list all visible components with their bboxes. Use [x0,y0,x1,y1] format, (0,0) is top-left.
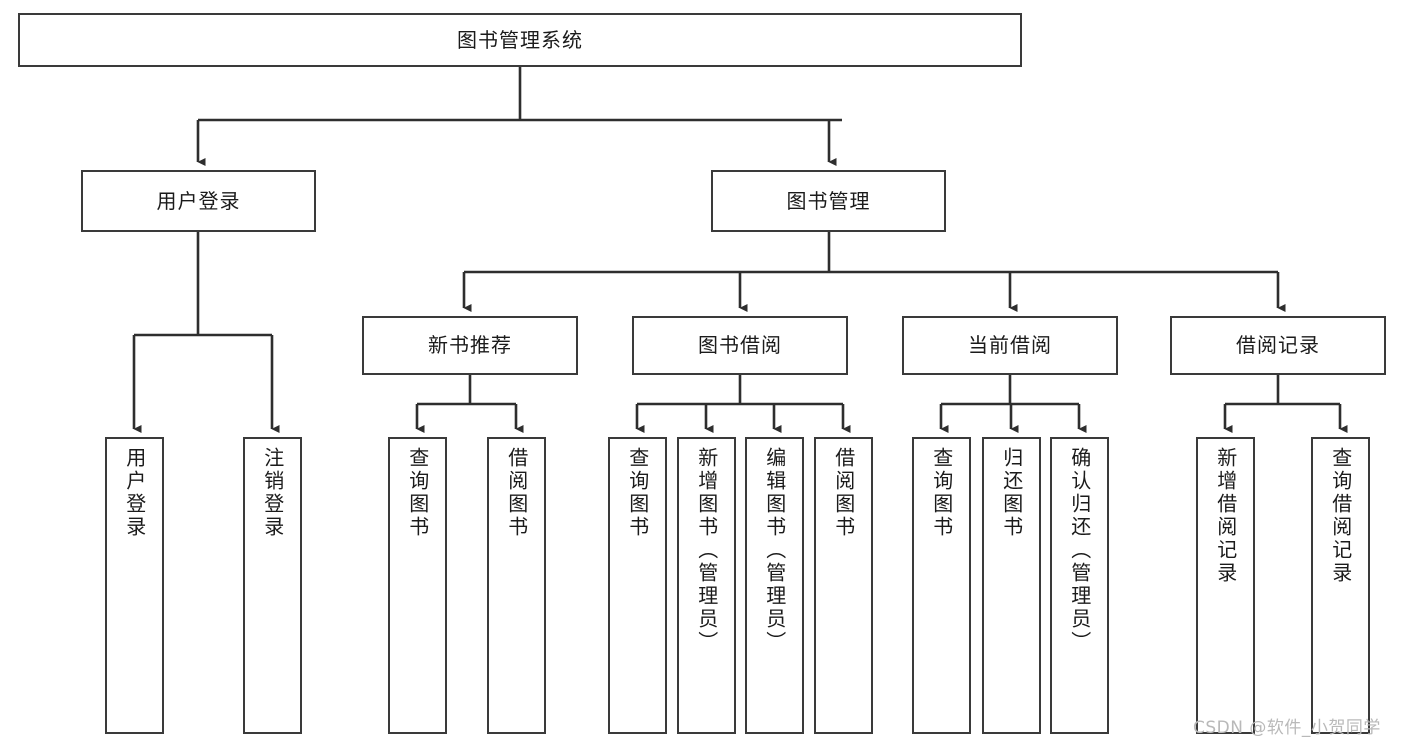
node-leaf-confirm-return-admin[interactable]: 确认归还（管理员） [1050,437,1109,734]
node-leaf-borrow-book-label: 借阅图书 [831,447,856,539]
node-leaf-borrow-book-rec-label: 借阅图书 [504,447,529,539]
node-leaf-query-book-borrow-label: 查询图书 [625,447,650,539]
node-leaf-query-book-rec[interactable]: 查询图书 [388,437,447,734]
node-book-manage[interactable]: 图书管理 [711,170,946,232]
node-leaf-borrow-book[interactable]: 借阅图书 [814,437,873,734]
node-leaf-edit-book-admin-label: 编辑图书（管理员） [762,447,787,654]
node-borrow-record-label: 借阅记录 [1236,333,1320,357]
node-new-book-recommendation[interactable]: 新书推荐 [362,316,578,375]
node-leaf-return-book[interactable]: 归还图书 [982,437,1041,734]
node-leaf-user-login[interactable]: 用户登录 [105,437,164,734]
node-leaf-query-borrow-record-label: 查询借阅记录 [1328,447,1353,585]
node-user-login[interactable]: 用户登录 [81,170,316,232]
node-leaf-confirm-return-admin-label: 确认归还（管理员） [1067,447,1092,654]
node-book-borrow[interactable]: 图书借阅 [632,316,848,375]
node-leaf-query-book-current-label: 查询图书 [929,447,954,539]
node-leaf-add-book-admin[interactable]: 新增图书（管理员） [677,437,736,734]
node-leaf-query-book-rec-label: 查询图书 [405,447,430,539]
node-leaf-logout-label: 注销登录 [260,447,285,539]
node-current-borrow[interactable]: 当前借阅 [902,316,1118,375]
node-leaf-add-borrow-record-label: 新增借阅记录 [1213,447,1238,585]
node-leaf-user-login-label: 用户登录 [122,447,147,539]
node-user-login-label: 用户登录 [156,188,241,213]
node-book-manage-label: 图书管理 [786,188,871,213]
node-root-system[interactable]: 图书管理系统 [18,13,1022,67]
node-leaf-query-borrow-record[interactable]: 查询借阅记录 [1311,437,1370,734]
node-leaf-query-book-borrow[interactable]: 查询图书 [608,437,667,734]
node-leaf-borrow-book-rec[interactable]: 借阅图书 [487,437,546,734]
node-leaf-return-book-label: 归还图书 [999,447,1024,539]
node-leaf-edit-book-admin[interactable]: 编辑图书（管理员） [745,437,804,734]
node-book-borrow-label: 图书借阅 [698,333,782,357]
node-leaf-query-book-current[interactable]: 查询图书 [912,437,971,734]
node-root-label: 图书管理系统 [457,27,583,52]
node-current-borrow-label: 当前借阅 [968,333,1052,357]
node-leaf-logout[interactable]: 注销登录 [243,437,302,734]
node-borrow-record[interactable]: 借阅记录 [1170,316,1386,375]
node-leaf-add-book-admin-label: 新增图书（管理员） [694,447,719,654]
node-leaf-add-borrow-record[interactable]: 新增借阅记录 [1196,437,1255,734]
node-new-book-recommendation-label: 新书推荐 [428,333,512,357]
